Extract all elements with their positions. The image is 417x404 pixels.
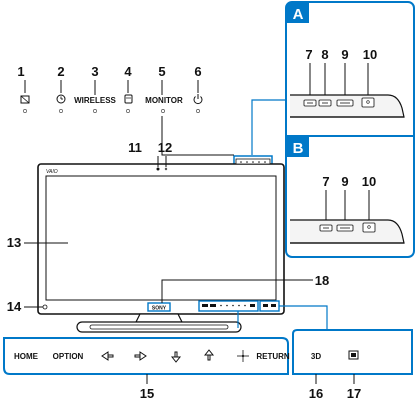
bottom-right-strip-keys <box>263 304 276 307</box>
display-mode-icon[interactable] <box>348 350 359 360</box>
callout-number-5: 5 <box>158 64 165 79</box>
callout-number-4: 4 <box>124 64 132 79</box>
panel-b-bezel <box>290 219 405 244</box>
display-off-icon <box>124 94 133 104</box>
callout-number-3: 3 <box>91 64 98 79</box>
top-controls-leader <box>161 116 234 156</box>
panel-a-bezel <box>290 94 405 118</box>
wireless-label: WIRELESS <box>74 96 116 105</box>
monitor-stand-base-inner <box>89 324 229 330</box>
panel-b-number-7: 7 <box>322 174 329 189</box>
indicator-led-4 <box>126 109 130 113</box>
camera-lens <box>156 167 160 171</box>
indicator-led-2 <box>59 109 63 113</box>
bottom-right-panel-frame <box>292 329 413 375</box>
power-icon <box>193 94 203 105</box>
vaio-logo: VAIO <box>46 169 58 175</box>
option-button[interactable]: OPTION <box>53 352 84 361</box>
home-button[interactable]: HOME <box>14 352 39 361</box>
callout-number-16: 16 <box>309 386 323 401</box>
monitor-label: MONITOR <box>145 96 183 105</box>
callout-number-13: 13 <box>7 235 21 250</box>
panel-b-letter: B <box>293 140 304 157</box>
panel-a-header <box>287 3 309 23</box>
panel-b-number-10: 10 <box>362 174 376 189</box>
indicator-led-5 <box>161 109 165 113</box>
arrow-down-icon[interactable] <box>170 351 182 363</box>
panel-a-number-8: 8 <box>321 47 328 62</box>
panel-b-number-9: 9 <box>341 174 348 189</box>
monitor-stand-neck <box>135 313 183 323</box>
callout-number-1: 1 <box>17 64 24 79</box>
monitor: VAIO SONY <box>37 158 285 333</box>
panel-a-number-10: 10 <box>363 47 377 62</box>
monitor-callouts: 11 12 13 14 18 <box>7 140 329 314</box>
callout-number-12: 12 <box>158 140 172 155</box>
callout-number-15: 15 <box>140 386 154 401</box>
sony-logo-frame <box>147 302 171 312</box>
callout-number-11: 11 <box>128 140 142 155</box>
panel-a-letter: A <box>293 6 304 23</box>
panel-a-number-7: 7 <box>305 47 312 62</box>
callout-number-14: 14 <box>7 299 22 314</box>
panel-a-number-9: 9 <box>341 47 348 62</box>
callout-number-18: 18 <box>315 273 329 288</box>
callout-number-2: 2 <box>57 64 64 79</box>
bottom-button-panel: HOME OPTION RETURN 3D 15 16 1 <box>3 329 413 401</box>
indicator-led-3 <box>93 109 97 113</box>
top-callouts: 1 2 3 4 5 6 WIRELESS <box>17 64 203 113</box>
callout-bracket <box>25 116 198 121</box>
leader-18 <box>161 279 313 303</box>
return-button[interactable]: RETURN <box>256 352 290 361</box>
callout-number-17: 17 <box>347 386 361 401</box>
top-button-strip-keys <box>240 161 266 163</box>
indicator-led-1 <box>23 109 27 113</box>
3d-button[interactable]: 3D <box>311 352 321 361</box>
enter-icon[interactable] <box>237 350 249 362</box>
input-select-icon <box>20 95 30 104</box>
arrow-left-icon[interactable] <box>101 351 114 361</box>
detail-panels: A 7 8 9 10 B 7 9 10 <box>285 1 415 258</box>
bottom-button-strip-keys <box>202 304 255 307</box>
detail-panel-frame <box>285 1 415 258</box>
monitor-screen <box>45 175 277 301</box>
right-strip-connector-leader <box>279 305 328 334</box>
arrow-up-icon[interactable] <box>203 349 215 361</box>
panel-connector-leader <box>251 99 286 155</box>
panel-b-header <box>287 137 309 157</box>
clock-icon <box>56 94 66 104</box>
bottom-button-strip-highlight <box>198 300 259 312</box>
arrow-right-icon[interactable] <box>134 351 147 361</box>
callout-number-6: 6 <box>194 64 201 79</box>
sony-logo: SONY <box>152 306 167 312</box>
mic-hole <box>164 167 168 171</box>
indicator-led-6 <box>196 109 200 113</box>
